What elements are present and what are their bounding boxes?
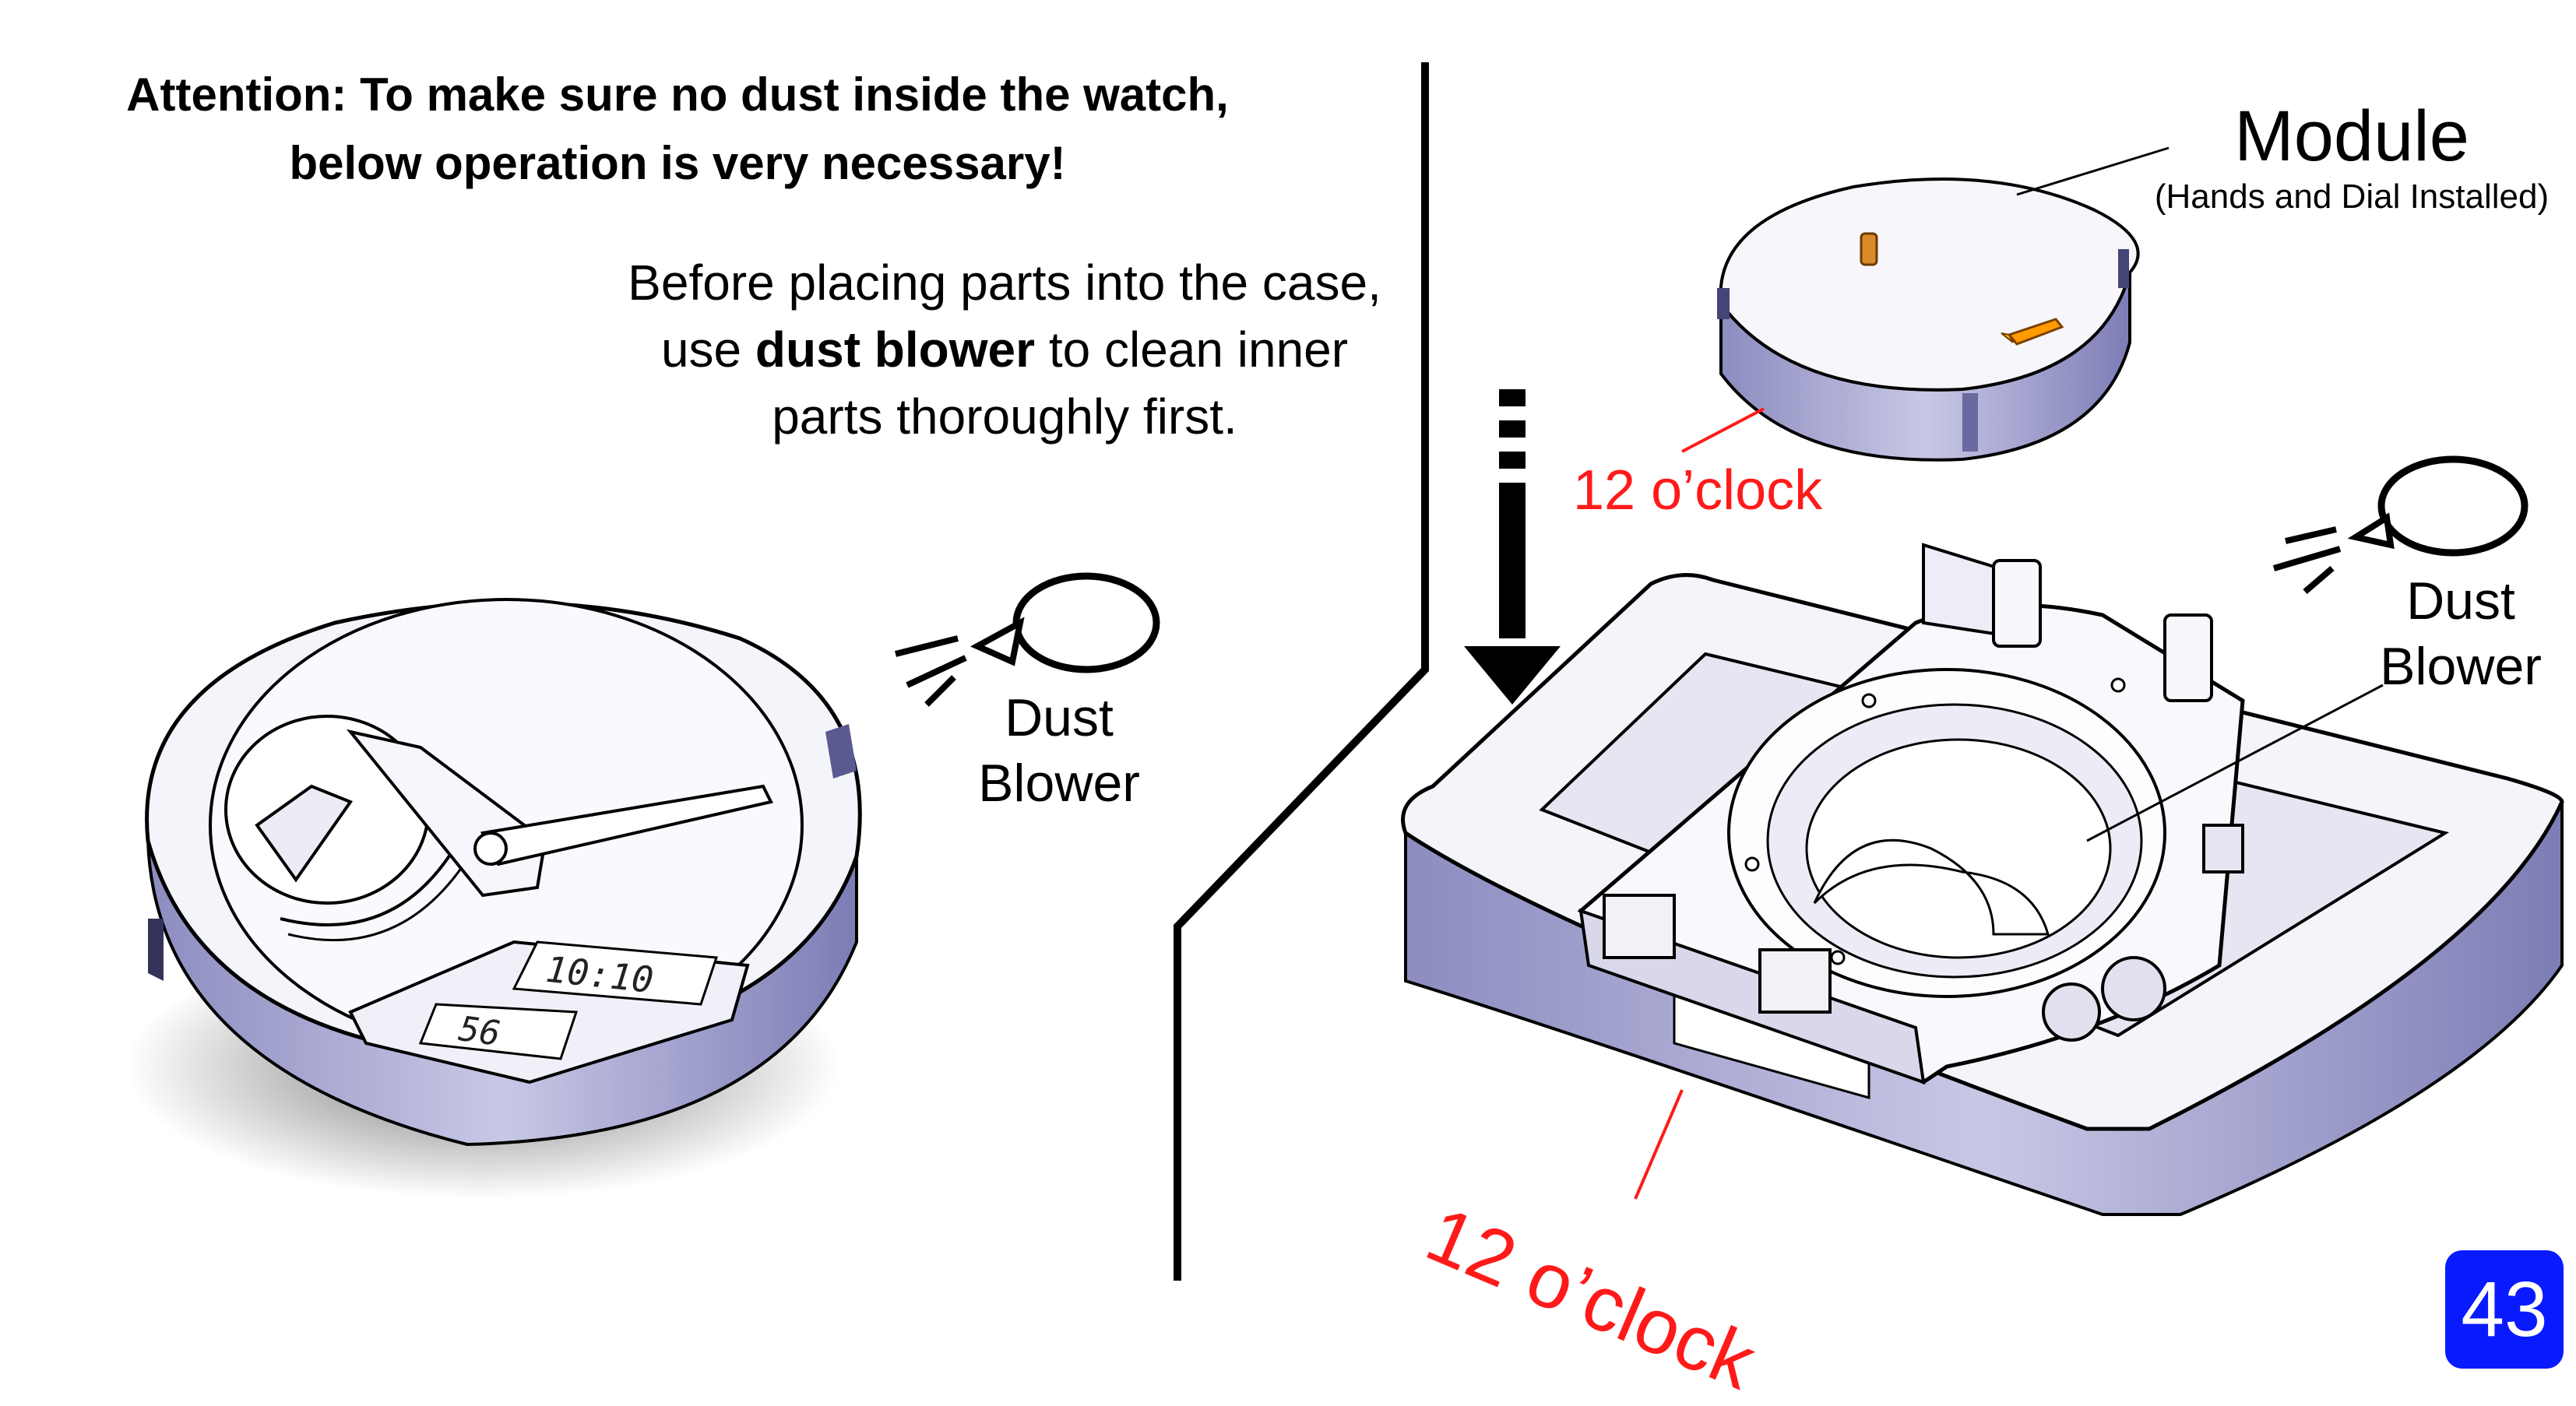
instruction-emphasis: dust blower [755,322,1036,378]
divider-line [1174,62,1429,1281]
instruction-line-2-pre: use [660,322,755,378]
right-dust-blower-icon [2272,455,2528,595]
module-orientation-leader [1681,407,1765,453]
module-subtitle: (Hands and Dial Installed) [2154,178,2550,216]
instruction-line-2: use dust blower to clean inner [498,316,1511,383]
watch-case [1577,543,2245,1084]
drop-arrow-icon [1464,389,1561,705]
left-dust-blower-label: Dust Blower [950,685,1168,816]
case-orientation-leader [1634,1089,1684,1200]
module-part [1717,178,2140,462]
blower-leader-line [2086,684,2384,842]
instruction-line-1: Before placing parts into the case, [628,255,1381,311]
instruction-note: Before placing parts into the case, use … [498,249,1511,450]
module-orientation-label: 12 o’clock [1573,459,1823,522]
left-dust-blower-icon [895,572,1160,707]
attention-note: Attention: To make sure no dust inside t… [0,61,1355,198]
right-dust-blower-line-1: Dust [2406,571,2515,631]
attention-line-1: Attention: To make sure no dust inside t… [126,69,1229,121]
module-title: Module [2234,97,2469,176]
left-dust-blower-line-2: Blower [978,754,1140,813]
attention-line-2: below operation is very necessary! [289,137,1066,189]
right-dust-blower-label: Dust Blower [2352,568,2570,699]
page-number-badge: 43 [2445,1250,2564,1369]
right-dust-blower-line-2: Blower [2380,637,2542,696]
module-label: Module (Hands and Dial Installed) [2134,97,2570,219]
watch-seconds-readout: 56 [456,1009,503,1054]
left-dust-blower-line-1: Dust [1005,688,1114,747]
instruction-line-2-post: to clean inner [1035,322,1349,378]
left-watch-module: 10:10 56 [125,598,862,1199]
instruction-line-3: parts thoroughly first. [772,388,1237,445]
module-leader-line [2016,146,2170,196]
